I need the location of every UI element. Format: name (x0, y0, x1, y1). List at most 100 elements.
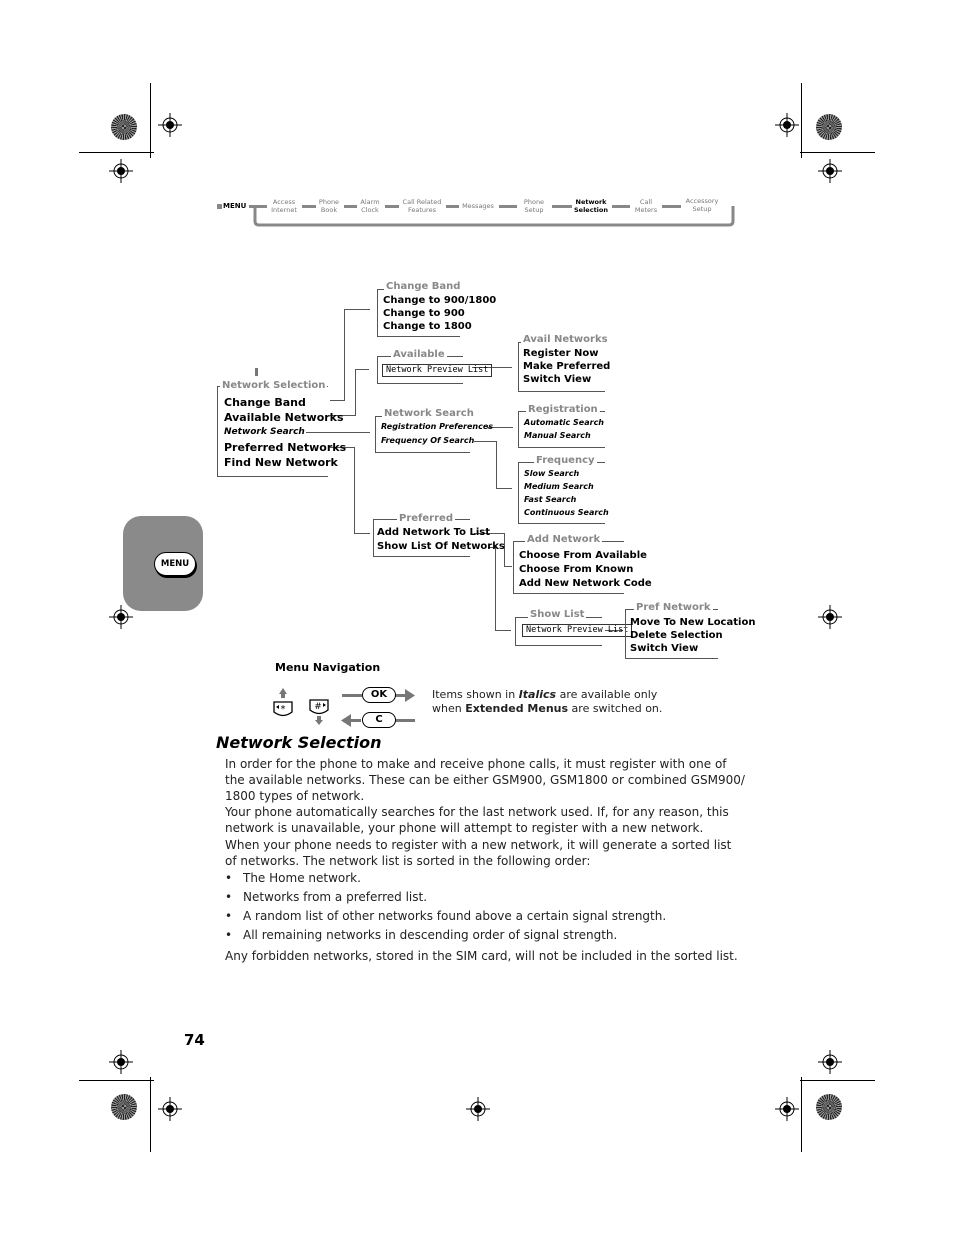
connector-line (504, 566, 512, 567)
note-text: are switched on. (568, 702, 663, 715)
crop-mark (150, 83, 151, 158)
bullet-item: •All remaining networks in descending or… (225, 928, 618, 942)
network-selection-menu-title: Network Selection (220, 380, 328, 391)
color-rose-mark (816, 1094, 842, 1120)
change-to-1800: Change to 1800 (383, 321, 472, 332)
strip-dash (499, 205, 517, 208)
preferred-submenu-title: Preferred (397, 513, 455, 524)
slow-search: Slow Search (524, 469, 580, 478)
registration-target-icon (818, 605, 842, 629)
ok-key: OK (362, 687, 396, 703)
c-key-arrow-icon (341, 714, 415, 727)
pref-switch-view: Switch View (630, 643, 699, 654)
crop-mark (800, 152, 875, 153)
choose-from-available: Choose From Available (519, 550, 647, 561)
strip-dash (446, 205, 459, 208)
add-new-network-code: Add New Network Code (519, 578, 652, 589)
registration-target-icon (818, 1050, 842, 1074)
menu-item-network-search: Network Search (224, 427, 305, 437)
menu-strip-menu-label: MENU (223, 202, 247, 210)
svg-text:#: # (314, 702, 322, 712)
note-text: when (432, 702, 466, 715)
strip-item-messages: Messages (462, 202, 494, 210)
page-number: 74 (184, 1031, 205, 1049)
connector-line (495, 630, 511, 631)
registration-target-icon (466, 1097, 490, 1121)
registration-submenu-title: Registration (526, 404, 600, 415)
paragraph: Your phone automatically searches for th… (225, 805, 729, 835)
connector-line (495, 547, 496, 631)
available-submenu-title: Available (391, 349, 447, 360)
connector-line (354, 533, 370, 534)
move-to-new-location: Move To New Location (630, 617, 756, 628)
pref-network-submenu-title: Pref Network (634, 602, 713, 613)
crop-mark (801, 83, 802, 158)
bullet-item: •Networks from a preferred list. (225, 890, 428, 904)
registration-target-icon (158, 113, 182, 137)
crop-mark (800, 1080, 875, 1081)
registration-submenu-box (518, 411, 605, 448)
connector-line (354, 447, 355, 533)
registration-target-icon (775, 113, 799, 137)
c-key: C (362, 712, 396, 728)
change-band-submenu-title: Change Band (384, 281, 463, 292)
bullet-item: •The Home network. (225, 871, 361, 885)
ok-key-arrow-icon (342, 689, 415, 702)
paragraph: When your phone needs to register with a… (225, 838, 732, 868)
connector-line (355, 369, 369, 370)
crop-mark (79, 1080, 154, 1081)
strip-dash (612, 205, 630, 208)
connector-line (496, 488, 512, 489)
frequency-of-search: Frequency Of Search (381, 436, 475, 445)
make-preferred: Make Preferred (523, 361, 611, 372)
star-key-icon: * (273, 688, 293, 717)
frequency-submenu-title: Frequency (534, 455, 597, 466)
connector-line (504, 533, 505, 566)
note-bold: Extended Menus (465, 702, 569, 715)
connector-line (474, 441, 496, 442)
connector-line (474, 533, 504, 534)
add-network-submenu-title: Add Network (525, 534, 603, 545)
connector-line (355, 369, 356, 416)
connector-line (330, 400, 344, 401)
menu-item-change-band: Change Band (224, 396, 306, 409)
avail-networks-submenu-title: Avail Networks (521, 334, 610, 345)
delete-selection: Delete Selection (630, 630, 723, 641)
hash-key-icon: # (309, 699, 329, 725)
connector-line (344, 309, 345, 401)
connector-line (605, 630, 623, 631)
crop-mark (79, 152, 154, 153)
menu-item-available-networks: Available Networks (224, 411, 344, 424)
strip-dash (552, 205, 572, 208)
menu-item-find-new-network: Find New Network (224, 456, 338, 469)
crop-mark (801, 1077, 802, 1152)
side-tab-menu-button: MENU (154, 552, 196, 576)
continuous-search: Continuous Search (524, 508, 609, 517)
side-tab-menu-label: MENU (160, 559, 190, 569)
switch-view: Switch View (523, 374, 592, 385)
bullet-item: •A random list of other networks found a… (225, 909, 667, 923)
registration-preferences: Registration Preferences (381, 422, 494, 431)
network-search-submenu-title: Network Search (382, 408, 476, 419)
automatic-search: Automatic Search (524, 418, 605, 427)
extended-menus-note: Items shown in Italics are available onl… (432, 688, 662, 716)
paragraph: Any forbidden networks, stored in the SI… (225, 949, 738, 963)
note-italics: Italics (518, 688, 557, 701)
registration-target-icon (775, 1097, 799, 1121)
strip-dash (662, 205, 681, 208)
connector-line (344, 309, 370, 310)
change-to-900-1800: Change to 900/1800 (383, 295, 497, 306)
strip-dash (302, 205, 316, 208)
show-list-lcd-preview: Network Preview List (522, 624, 633, 637)
connector-line (488, 547, 495, 548)
color-rose-mark (816, 114, 842, 140)
note-text: Items shown in (432, 688, 519, 701)
add-network-to-list: Add Network To List (377, 527, 491, 538)
crop-mark (150, 1077, 151, 1152)
connector-line (330, 447, 354, 448)
color-rose-mark (111, 1094, 137, 1120)
